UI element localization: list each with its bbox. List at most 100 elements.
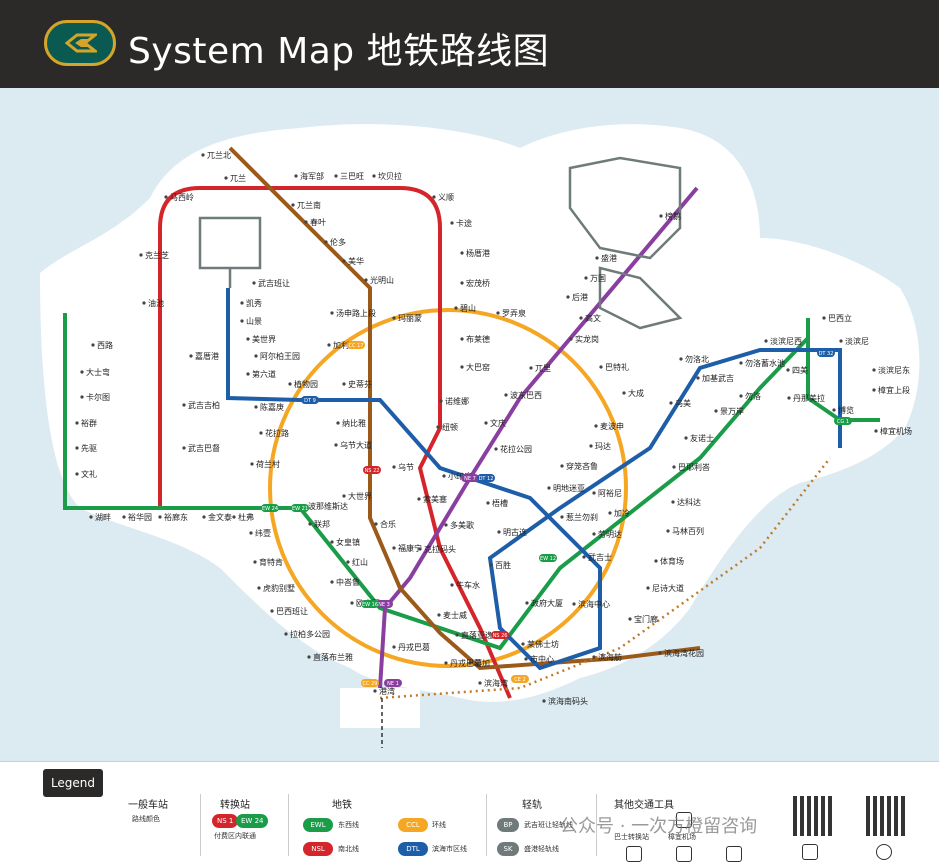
station-marker[interactable] bbox=[80, 370, 84, 374]
station-marker[interactable] bbox=[346, 560, 350, 564]
station-label[interactable]: 凯秀 bbox=[246, 298, 262, 308]
station-marker[interactable] bbox=[350, 601, 354, 605]
station-label[interactable]: 阿尔柏王园 bbox=[260, 351, 300, 361]
station-marker[interactable] bbox=[484, 421, 488, 425]
station-label[interactable]: 杨厝港 bbox=[466, 248, 490, 258]
station-marker[interactable] bbox=[189, 354, 193, 358]
station-marker[interactable] bbox=[468, 661, 472, 665]
station-marker[interactable] bbox=[392, 316, 396, 320]
station-marker[interactable] bbox=[182, 403, 186, 407]
station-label[interactable]: 美世界 bbox=[252, 334, 276, 344]
station-marker[interactable] bbox=[372, 174, 376, 178]
station-marker[interactable] bbox=[142, 301, 146, 305]
station-label[interactable]: 樟宜上段 bbox=[878, 385, 910, 395]
station-marker[interactable] bbox=[560, 515, 564, 519]
station-marker[interactable] bbox=[579, 316, 583, 320]
station-label[interactable]: 穿笼吝鲁 bbox=[566, 461, 598, 471]
station-label[interactable]: 三巴旺 bbox=[340, 172, 364, 181]
map-canvas[interactable]: 兀兰北兀兰海军部三巴旺坎贝拉义顺马西岭兀兰南春叶卡途伦多杨厝港美华克兰芝光明山宏… bbox=[0, 88, 939, 761]
station-label[interactable]: 武吉士 bbox=[588, 552, 612, 562]
station-marker[interactable] bbox=[294, 174, 298, 178]
station-label[interactable]: 丰加 bbox=[474, 658, 490, 668]
station-label[interactable]: 滨海湾 bbox=[484, 678, 508, 688]
station-marker[interactable] bbox=[566, 295, 570, 299]
station-code-badge[interactable] bbox=[491, 631, 509, 639]
station-label[interactable]: 武吉吉柏 bbox=[188, 400, 220, 410]
station-marker[interactable] bbox=[330, 540, 334, 544]
station-marker[interactable] bbox=[786, 368, 790, 372]
station-label[interactable]: 牛车水 bbox=[456, 580, 480, 590]
station-marker[interactable] bbox=[628, 617, 632, 621]
station-label[interactable]: 克拉码头 bbox=[424, 544, 456, 554]
station-label[interactable]: 宏茂桥 bbox=[466, 278, 490, 288]
station-label[interactable]: 丹那美拉 bbox=[793, 393, 825, 403]
station-marker[interactable] bbox=[392, 645, 396, 649]
station-marker[interactable] bbox=[334, 174, 338, 178]
station-marker[interactable] bbox=[529, 366, 533, 370]
station-label[interactable]: 勿洛 bbox=[745, 391, 761, 401]
station-code-badge[interactable] bbox=[361, 679, 379, 687]
station-label[interactable]: 合乐 bbox=[380, 519, 396, 529]
station-marker[interactable] bbox=[739, 361, 743, 365]
station-marker[interactable] bbox=[75, 421, 79, 425]
station-label[interactable]: 裕群 bbox=[81, 418, 97, 428]
station-code-badge[interactable] bbox=[361, 600, 379, 608]
station-marker[interactable] bbox=[764, 339, 768, 343]
station-marker[interactable] bbox=[874, 429, 878, 433]
station-label[interactable]: 直落亚逸 bbox=[461, 630, 493, 640]
station-label[interactable]: 万国 bbox=[590, 274, 606, 283]
station-marker[interactable] bbox=[89, 515, 93, 519]
station-marker[interactable] bbox=[304, 220, 308, 224]
station-label[interactable]: 美华 bbox=[348, 256, 364, 266]
station-marker[interactable] bbox=[832, 408, 836, 412]
station-marker[interactable] bbox=[232, 515, 236, 519]
station-marker[interactable] bbox=[872, 388, 876, 392]
station-marker[interactable] bbox=[259, 431, 263, 435]
station-label[interactable]: 梧槽 bbox=[492, 498, 508, 508]
station-code-badge[interactable] bbox=[817, 349, 835, 357]
station-label[interactable]: 莱佛士坊 bbox=[527, 639, 559, 649]
station-marker[interactable] bbox=[439, 399, 443, 403]
station-marker[interactable] bbox=[253, 560, 257, 564]
station-label[interactable]: 联邦 bbox=[314, 519, 330, 529]
station-label[interactable]: 博览 bbox=[838, 405, 854, 415]
station-marker[interactable] bbox=[608, 511, 612, 515]
station-marker[interactable] bbox=[572, 602, 576, 606]
station-marker[interactable] bbox=[450, 221, 454, 225]
station-marker[interactable] bbox=[288, 382, 292, 386]
station-label[interactable]: 波那维斯达 bbox=[308, 501, 348, 511]
station-label[interactable]: 卡途 bbox=[456, 218, 472, 228]
station-marker[interactable] bbox=[622, 391, 626, 395]
station-marker[interactable] bbox=[542, 699, 546, 703]
station-label[interactable]: 港湾 bbox=[379, 686, 395, 696]
station-marker[interactable] bbox=[592, 532, 596, 536]
station-marker[interactable] bbox=[284, 632, 288, 636]
station-marker[interactable] bbox=[497, 530, 501, 534]
station-marker[interactable] bbox=[334, 443, 338, 447]
station-label[interactable]: 滨海湾花园 bbox=[664, 648, 704, 658]
station-marker[interactable] bbox=[460, 281, 464, 285]
station-label[interactable]: 诺维娜 bbox=[445, 396, 469, 406]
station-marker[interactable] bbox=[249, 531, 253, 535]
station-label[interactable]: 巴特礼 bbox=[605, 362, 629, 372]
station-marker[interactable] bbox=[592, 655, 596, 659]
station-marker[interactable] bbox=[330, 311, 334, 315]
station-marker[interactable] bbox=[569, 337, 573, 341]
station-marker[interactable] bbox=[75, 446, 79, 450]
station-label[interactable]: 先驱 bbox=[81, 443, 97, 453]
station-marker[interactable] bbox=[521, 642, 525, 646]
station-label[interactable]: 明古连 bbox=[503, 527, 527, 537]
station-label[interactable]: 淡滨尼东 bbox=[878, 365, 910, 375]
station-label[interactable]: 体育场 bbox=[660, 556, 684, 566]
station-marker[interactable] bbox=[164, 195, 168, 199]
station-marker[interactable] bbox=[455, 633, 459, 637]
station-marker[interactable] bbox=[254, 354, 258, 358]
station-label[interactable]: 花拉路 bbox=[265, 428, 289, 438]
station-label[interactable]: 克兰芝 bbox=[145, 250, 169, 260]
station-marker[interactable] bbox=[342, 259, 346, 263]
station-marker[interactable] bbox=[80, 395, 84, 399]
station-marker[interactable] bbox=[342, 494, 346, 498]
station-marker[interactable] bbox=[592, 491, 596, 495]
station-marker[interactable] bbox=[257, 586, 261, 590]
station-code-badge[interactable] bbox=[347, 341, 365, 349]
